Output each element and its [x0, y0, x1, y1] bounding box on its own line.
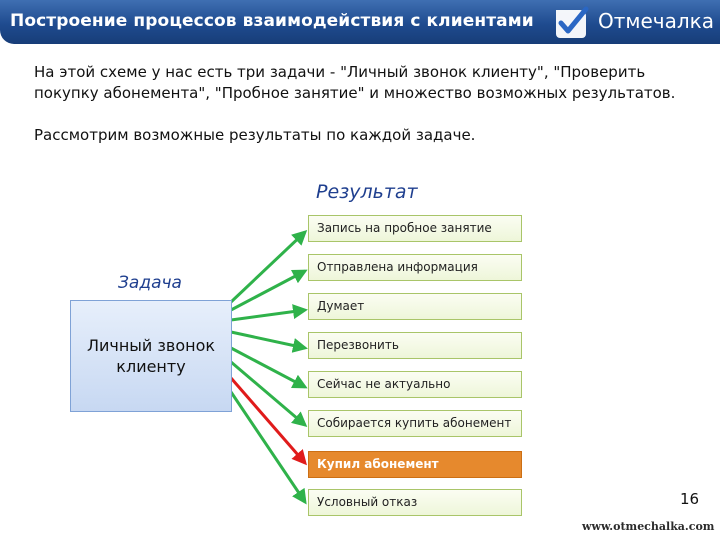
result-box: Условный отказ [308, 489, 522, 516]
page-title: Построение процессов взаимодействия с кл… [10, 11, 534, 31]
result-box: Сейчас не актуально [308, 371, 522, 398]
intro-text: На этой схеме у нас есть три задачи - "Л… [34, 62, 694, 146]
arrow-to-result-1 [229, 229, 308, 304]
result-box: Собирается купить абонемент [308, 410, 522, 437]
result-box-highlighted: Купил абонемент [308, 451, 522, 478]
arrow-to-result-4 [230, 330, 308, 353]
task-text: Личный звонок клиенту [86, 336, 216, 376]
arrow-to-result-3 [230, 304, 308, 322]
task-label: Задача [118, 273, 182, 293]
intro-paragraph-2: Рассмотрим возможные результаты по каждо… [34, 126, 476, 144]
arrow-to-result-6 [230, 360, 308, 427]
checkmark-badge-icon [556, 6, 589, 38]
brand-name: Отмечалка [598, 9, 714, 33]
intro-paragraph-1: На этой схеме у нас есть три задачи - "Л… [34, 63, 676, 102]
result-label: Результат [316, 181, 418, 203]
page-number: 16 [680, 490, 700, 508]
arrow-to-result-5 [230, 346, 308, 389]
arrow-to-result-7 [229, 377, 307, 466]
result-box: Отправлена информация [308, 254, 522, 281]
result-box: Запись на пробное занятие [308, 215, 522, 242]
task-box: Личный звонок клиенту [70, 300, 232, 412]
result-box: Перезвонить [308, 332, 522, 359]
result-box: Думает [308, 293, 522, 320]
header-bar: Построение процессов взаимодействия с кл… [0, 0, 720, 44]
website-link[interactable]: www.otmechalka.com [582, 520, 715, 533]
arrow-to-result-2 [230, 269, 308, 312]
arrow-to-result-8 [229, 391, 307, 505]
